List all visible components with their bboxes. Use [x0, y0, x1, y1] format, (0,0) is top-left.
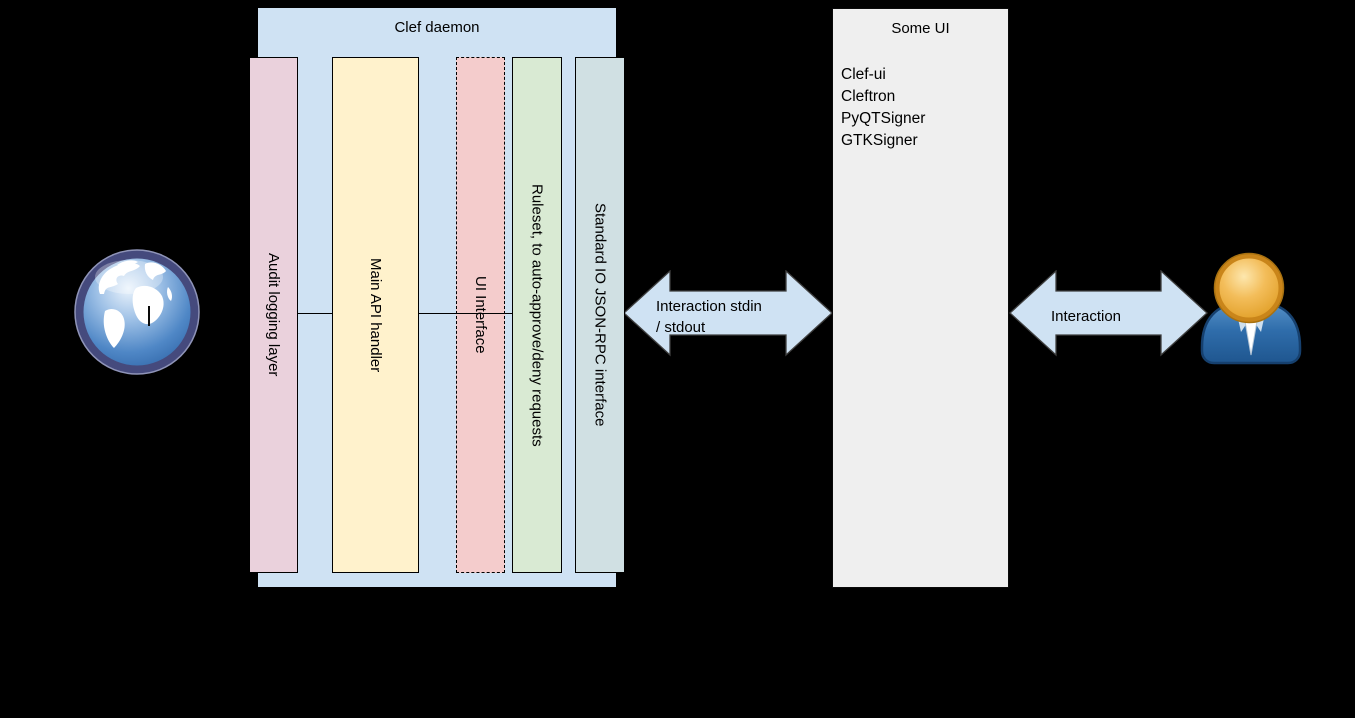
arrow-stdin-stdout-label-line2: / stdout	[656, 319, 706, 336]
connector-line-api-to-ruleset	[419, 313, 512, 314]
bar-stdio-jsonrpc-interface: Standard IO JSON-RPC interface	[575, 57, 625, 573]
bar-ruleset-label: Ruleset, to auto-approve/deny requests	[528, 183, 546, 447]
bar-ui-label: UI Interface	[472, 276, 489, 354]
some-ui-item: Cleftron	[841, 88, 896, 105]
bar-ui-interface: UI Interface	[456, 57, 505, 573]
globe-icon	[74, 249, 200, 375]
globe-tick-line	[148, 306, 150, 326]
clef-daemon-container	[257, 7, 617, 588]
bar-main-api-handler: Main API handler	[332, 57, 419, 573]
bar-audit-label: Audit logging layer	[265, 253, 282, 377]
connector-line-audit-to-api	[298, 313, 332, 314]
some-ui-item: GTKSigner	[841, 132, 918, 149]
clef-daemon-title: Clef daemon	[394, 19, 480, 36]
some-ui-title: Some UI	[891, 20, 950, 37]
bar-api-label: Main API handler	[367, 257, 384, 373]
some-ui-box	[832, 8, 1009, 588]
user-icon	[1200, 252, 1302, 365]
some-ui-item: PyQTSigner	[841, 110, 926, 127]
bar-stdio-label: Standard IO JSON-RPC interface	[591, 203, 609, 427]
bar-ruleset: Ruleset, to auto-approve/deny requests	[512, 57, 562, 573]
arrow-stdin-stdout-label-line1: Interaction stdin	[656, 298, 762, 315]
some-ui-item: Clef-ui	[841, 66, 886, 83]
some-ui-item-list: Clef-ui Cleftron PyQTSigner GTKSigner	[841, 64, 925, 152]
bar-audit-logging-layer: Audit logging layer	[249, 57, 298, 573]
arrow-stdin-stdout-label: Interaction stdin / stdout	[656, 296, 762, 338]
double-arrow-interaction	[1009, 270, 1208, 357]
arrow-interaction-label: Interaction	[1050, 308, 1122, 325]
